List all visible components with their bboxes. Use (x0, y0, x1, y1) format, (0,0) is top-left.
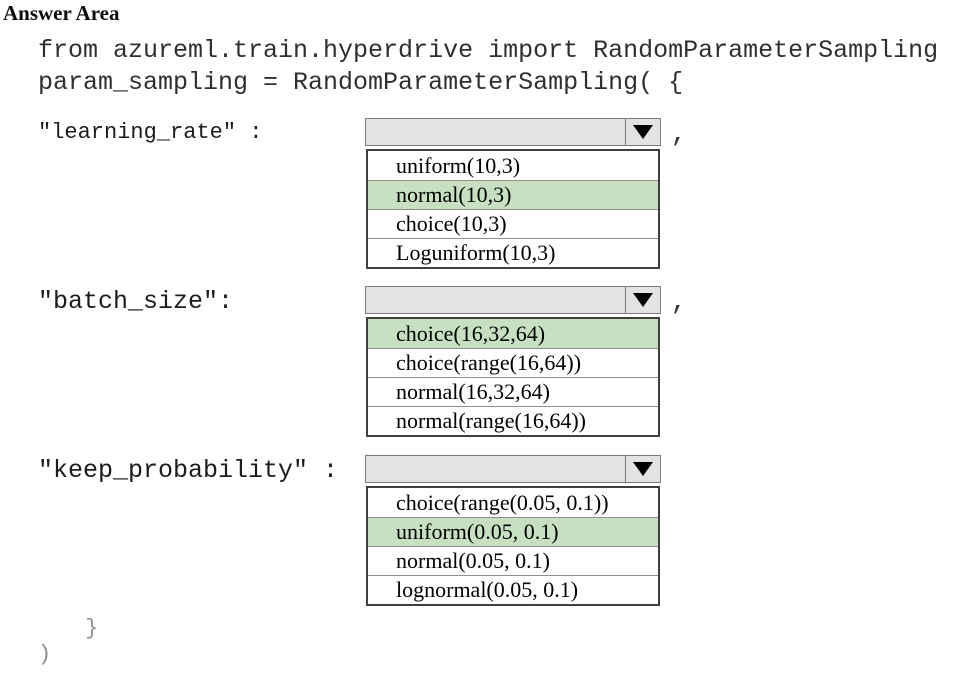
batch-size-options-list: choice(16,32,64) choice(range(16,64)) no… (366, 317, 660, 437)
option-label: Loguniform(10,3) (396, 240, 556, 265)
option-row[interactable]: uniform(10,3) (368, 151, 658, 180)
code-line-import: from azureml.train.hyperdrive import Ran… (38, 36, 939, 65)
option-label: normal(16,32,64) (396, 379, 550, 404)
option-label: uniform(10,3) (396, 152, 521, 178)
option-row[interactable]: normal(16,32,64) (368, 377, 658, 406)
option-row[interactable]: normal(range(16,64)) (368, 406, 658, 435)
option-row[interactable]: choice(10,3) (368, 209, 658, 238)
batch-size-select[interactable] (365, 286, 661, 314)
param-label-batch-size: "batch_size": (38, 287, 234, 316)
closing-paren: ) (38, 642, 52, 667)
answer-area-title: Answer Area (3, 1, 120, 25)
option-row[interactable]: normal(0.05, 0.1) (368, 546, 658, 575)
learning-rate-select[interactable] (365, 118, 661, 146)
option-label: uniform(0.05, 0.1) (396, 519, 559, 544)
chevron-down-icon (633, 293, 653, 307)
param-label-learning-rate: "learning_rate" : (38, 120, 263, 145)
option-label: choice(16,32,64) (396, 320, 546, 346)
param-label-keep-probability: "keep_probability" : (38, 456, 339, 485)
option-label: choice(range(16,64)) (396, 350, 582, 375)
option-label: normal(10,3) (396, 182, 512, 207)
option-row[interactable]: choice(16,32,64) (368, 319, 658, 348)
batch-size-dropdown-button[interactable] (625, 287, 660, 313)
option-label: choice(10,3) (396, 211, 507, 236)
keep-probability-options-list: choice(range(0.05, 0.1)) uniform(0.05, 0… (366, 486, 660, 606)
option-label: normal(0.05, 0.1) (396, 548, 550, 573)
learning-rate-options-list: uniform(10,3) normal(10,3) choice(10,3) … (366, 149, 660, 269)
comma-after-batch-size: , (671, 287, 687, 317)
option-label: normal(range(16,64)) (396, 408, 586, 433)
chevron-down-icon (633, 125, 653, 139)
learning-rate-dropdown-button[interactable] (625, 119, 660, 145)
comma-after-learning-rate: , (671, 119, 687, 149)
option-row[interactable]: uniform(0.05, 0.1) (368, 517, 658, 546)
option-row[interactable]: Loguniform(10,3) (368, 238, 658, 267)
option-row[interactable]: normal(10,3) (368, 180, 658, 209)
option-row[interactable]: lognormal(0.05, 0.1) (368, 575, 658, 604)
option-row[interactable]: choice(range(0.05, 0.1)) (368, 488, 658, 517)
chevron-down-icon (633, 462, 653, 476)
closing-brace: } (85, 616, 99, 641)
option-row[interactable]: choice(range(16,64)) (368, 348, 658, 377)
option-label: choice(range(0.05, 0.1)) (396, 489, 609, 515)
code-line-param-sampling: param_sampling = RandomParameterSampling… (38, 68, 684, 97)
option-label: lognormal(0.05, 0.1) (396, 577, 579, 602)
keep-probability-select[interactable] (365, 455, 661, 483)
keep-probability-dropdown-button[interactable] (625, 456, 660, 482)
